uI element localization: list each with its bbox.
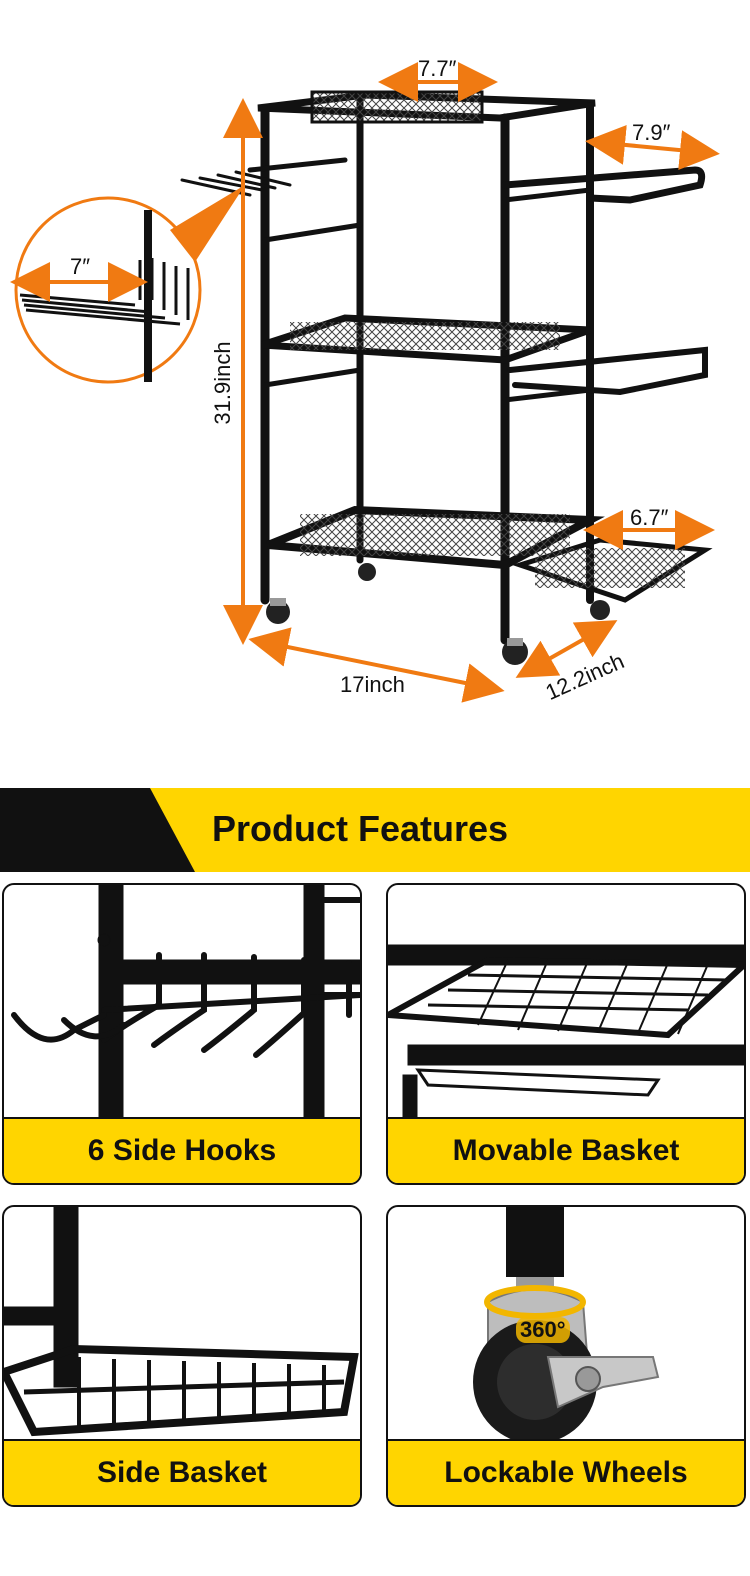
feature-label-hooks: 6 Side Hooks [4, 1117, 360, 1183]
movable-basket-illustration [388, 944, 744, 1121]
dim-length: 17inch [340, 672, 405, 697]
feature-label-lockable-wheels: Lockable Wheels [388, 1439, 744, 1505]
cart-frame [180, 90, 713, 645]
feature-card-movable-basket: Movable Basket [386, 883, 746, 1185]
banner-title: Product Features [212, 808, 509, 849]
feature-label-movable-basket: Movable Basket [388, 1117, 744, 1183]
dim-basket-width: 6.7″ [630, 505, 669, 530]
dimension-arrows [10, 62, 720, 703]
features-banner: Product Features [0, 788, 750, 872]
dim-height: 31.9inch [210, 341, 235, 425]
feature-card-hooks: 6 Side Hooks [2, 883, 362, 1185]
dim-hook-width: 7″ [70, 254, 91, 279]
wheel-illustration [473, 1207, 660, 1443]
feature-card-side-basket: Side Basket [2, 1205, 362, 1507]
rotation-badge: 360° [516, 1317, 570, 1343]
dim-top-width: 7.7″ [418, 56, 457, 81]
feature-label-side-basket: Side Basket [4, 1439, 360, 1505]
side-basket-illustration [4, 1207, 359, 1437]
dim-handle-width: 7.9″ [632, 120, 671, 145]
hooks-illustration [11, 885, 360, 1121]
product-diagram: 7.7″ 7.9″ 7″ 31.9inch 6.7″ 17inch 12.2in… [0, 0, 750, 785]
cart-drawing [10, 62, 720, 703]
banner-black-wedge [0, 788, 195, 872]
feature-card-lockable-wheels: 360° Lockable Wheels [386, 1205, 746, 1507]
